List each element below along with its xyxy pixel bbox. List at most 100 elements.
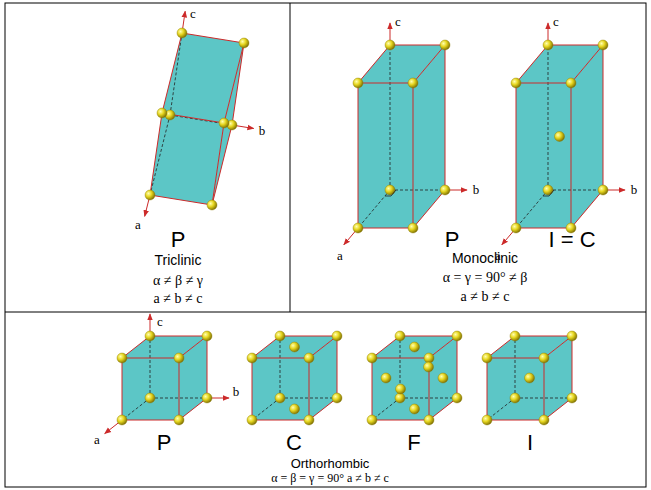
axis-label: b: [233, 385, 240, 399]
cell-face: [150, 113, 224, 205]
axis-label: a: [337, 249, 343, 263]
lattice-letter: F: [407, 431, 420, 455]
axis-label: a: [94, 433, 100, 447]
axis-label: c: [553, 15, 559, 29]
lattice-atom: [543, 185, 553, 195]
cell-edge: [207, 336, 208, 398]
lattice-atom: [408, 223, 418, 233]
parameter-formula: α = γ = 90° ≠ β: [443, 270, 528, 285]
cell-edge: [429, 336, 457, 358]
cell-edge: [150, 113, 162, 195]
lattice-atom: [510, 393, 520, 403]
cell-edge: [150, 336, 207, 337]
axis-label: c: [395, 15, 401, 29]
cell-edge: [252, 336, 280, 358]
cell-face: [487, 336, 572, 358]
cell-face: [358, 83, 413, 228]
lattice-atom: [395, 393, 405, 403]
cell-edge: [150, 195, 212, 205]
cell-face: [516, 83, 571, 228]
orthorhombic-p-cell: [105, 314, 229, 434]
lattice-atom: [353, 78, 363, 88]
lattice-atom: [219, 118, 229, 128]
cell-edge: [372, 420, 429, 421]
cell-edge: [358, 83, 359, 228]
lattice-atom: [145, 190, 155, 200]
lattice-atom: [117, 415, 127, 425]
cell-edge: [516, 45, 548, 83]
cell-face: [162, 33, 244, 123]
lattice-atom: [598, 185, 608, 195]
lattice-atom: [424, 415, 434, 425]
lattice-atom: [525, 373, 535, 383]
lattice-atom: [452, 393, 462, 403]
system-name: Orthorhombic: [291, 457, 370, 471]
cell-edge: [122, 420, 179, 421]
cell-edge: [358, 83, 413, 84]
lattice-atom: [424, 353, 434, 363]
cell-edge: [390, 45, 445, 46]
axis-label: b: [259, 124, 266, 138]
cell-edge: [252, 358, 309, 359]
cell-edge: [445, 45, 446, 190]
cell-edge: [400, 336, 457, 337]
axis-label: a: [135, 218, 141, 232]
parameter-formula: a ≠ b ≠ c: [461, 289, 510, 304]
cell-edge: [544, 398, 572, 420]
cell-face: [122, 358, 179, 420]
cell-face: [372, 358, 429, 420]
hidden-edge: [390, 190, 445, 191]
cell-edge: [516, 83, 571, 84]
lattice-atom: [424, 362, 434, 372]
lattice-atom: [410, 404, 420, 414]
hidden-edge: [122, 398, 150, 420]
lattice-atom: [408, 78, 418, 88]
cell-edge: [372, 358, 373, 420]
cell-face: [372, 336, 457, 358]
lattice-letter: P: [445, 228, 460, 252]
cell-face: [516, 45, 603, 83]
cell-face: [122, 336, 207, 358]
cell-edge: [179, 358, 180, 420]
lattice-atom: [543, 40, 553, 50]
lattice-atom: [207, 200, 217, 210]
system-name: Triclinic: [155, 253, 202, 268]
lattice-atom: [353, 223, 363, 233]
panel-divider: [5, 312, 646, 313]
orthorhombic-f-cell: [367, 331, 462, 425]
lattice-atom: [275, 393, 285, 403]
cell-edge: [413, 83, 414, 228]
cell-edge: [122, 358, 123, 420]
lattice-atom: [174, 353, 184, 363]
lattice-atom: [567, 331, 577, 341]
lattice-atom: [174, 415, 184, 425]
lattice-letter: P: [157, 431, 172, 455]
cell-face: [252, 336, 337, 358]
lattice-atom: [202, 331, 212, 341]
cell-edge: [515, 336, 572, 337]
cell-edge: [337, 336, 338, 398]
system-name: Monoclinic: [452, 251, 518, 266]
lattice-atom: [482, 415, 492, 425]
lattice-atom: [367, 415, 377, 425]
cell-edge: [252, 358, 253, 420]
cell-edge: [179, 398, 207, 420]
cell-edge: [487, 358, 544, 359]
lattice-atom: [511, 78, 521, 88]
lattice-atom: [157, 108, 167, 118]
hidden-edge: [515, 336, 516, 398]
lattice-atom: [438, 373, 448, 383]
lattice-atom: [247, 415, 257, 425]
lattice-letter: I = C: [548, 228, 595, 252]
lattice-atom: [385, 40, 395, 50]
hidden-edge: [487, 398, 515, 420]
orthorhombic-i-cell: [482, 331, 577, 425]
lattice-atom: [202, 393, 212, 403]
monoclinic-i-cell: [502, 23, 625, 245]
cell-edge: [487, 420, 544, 421]
lattice-atom: [567, 393, 577, 403]
lattice-atom: [332, 393, 342, 403]
cell-edge: [429, 398, 457, 420]
cell-edge: [571, 45, 603, 83]
